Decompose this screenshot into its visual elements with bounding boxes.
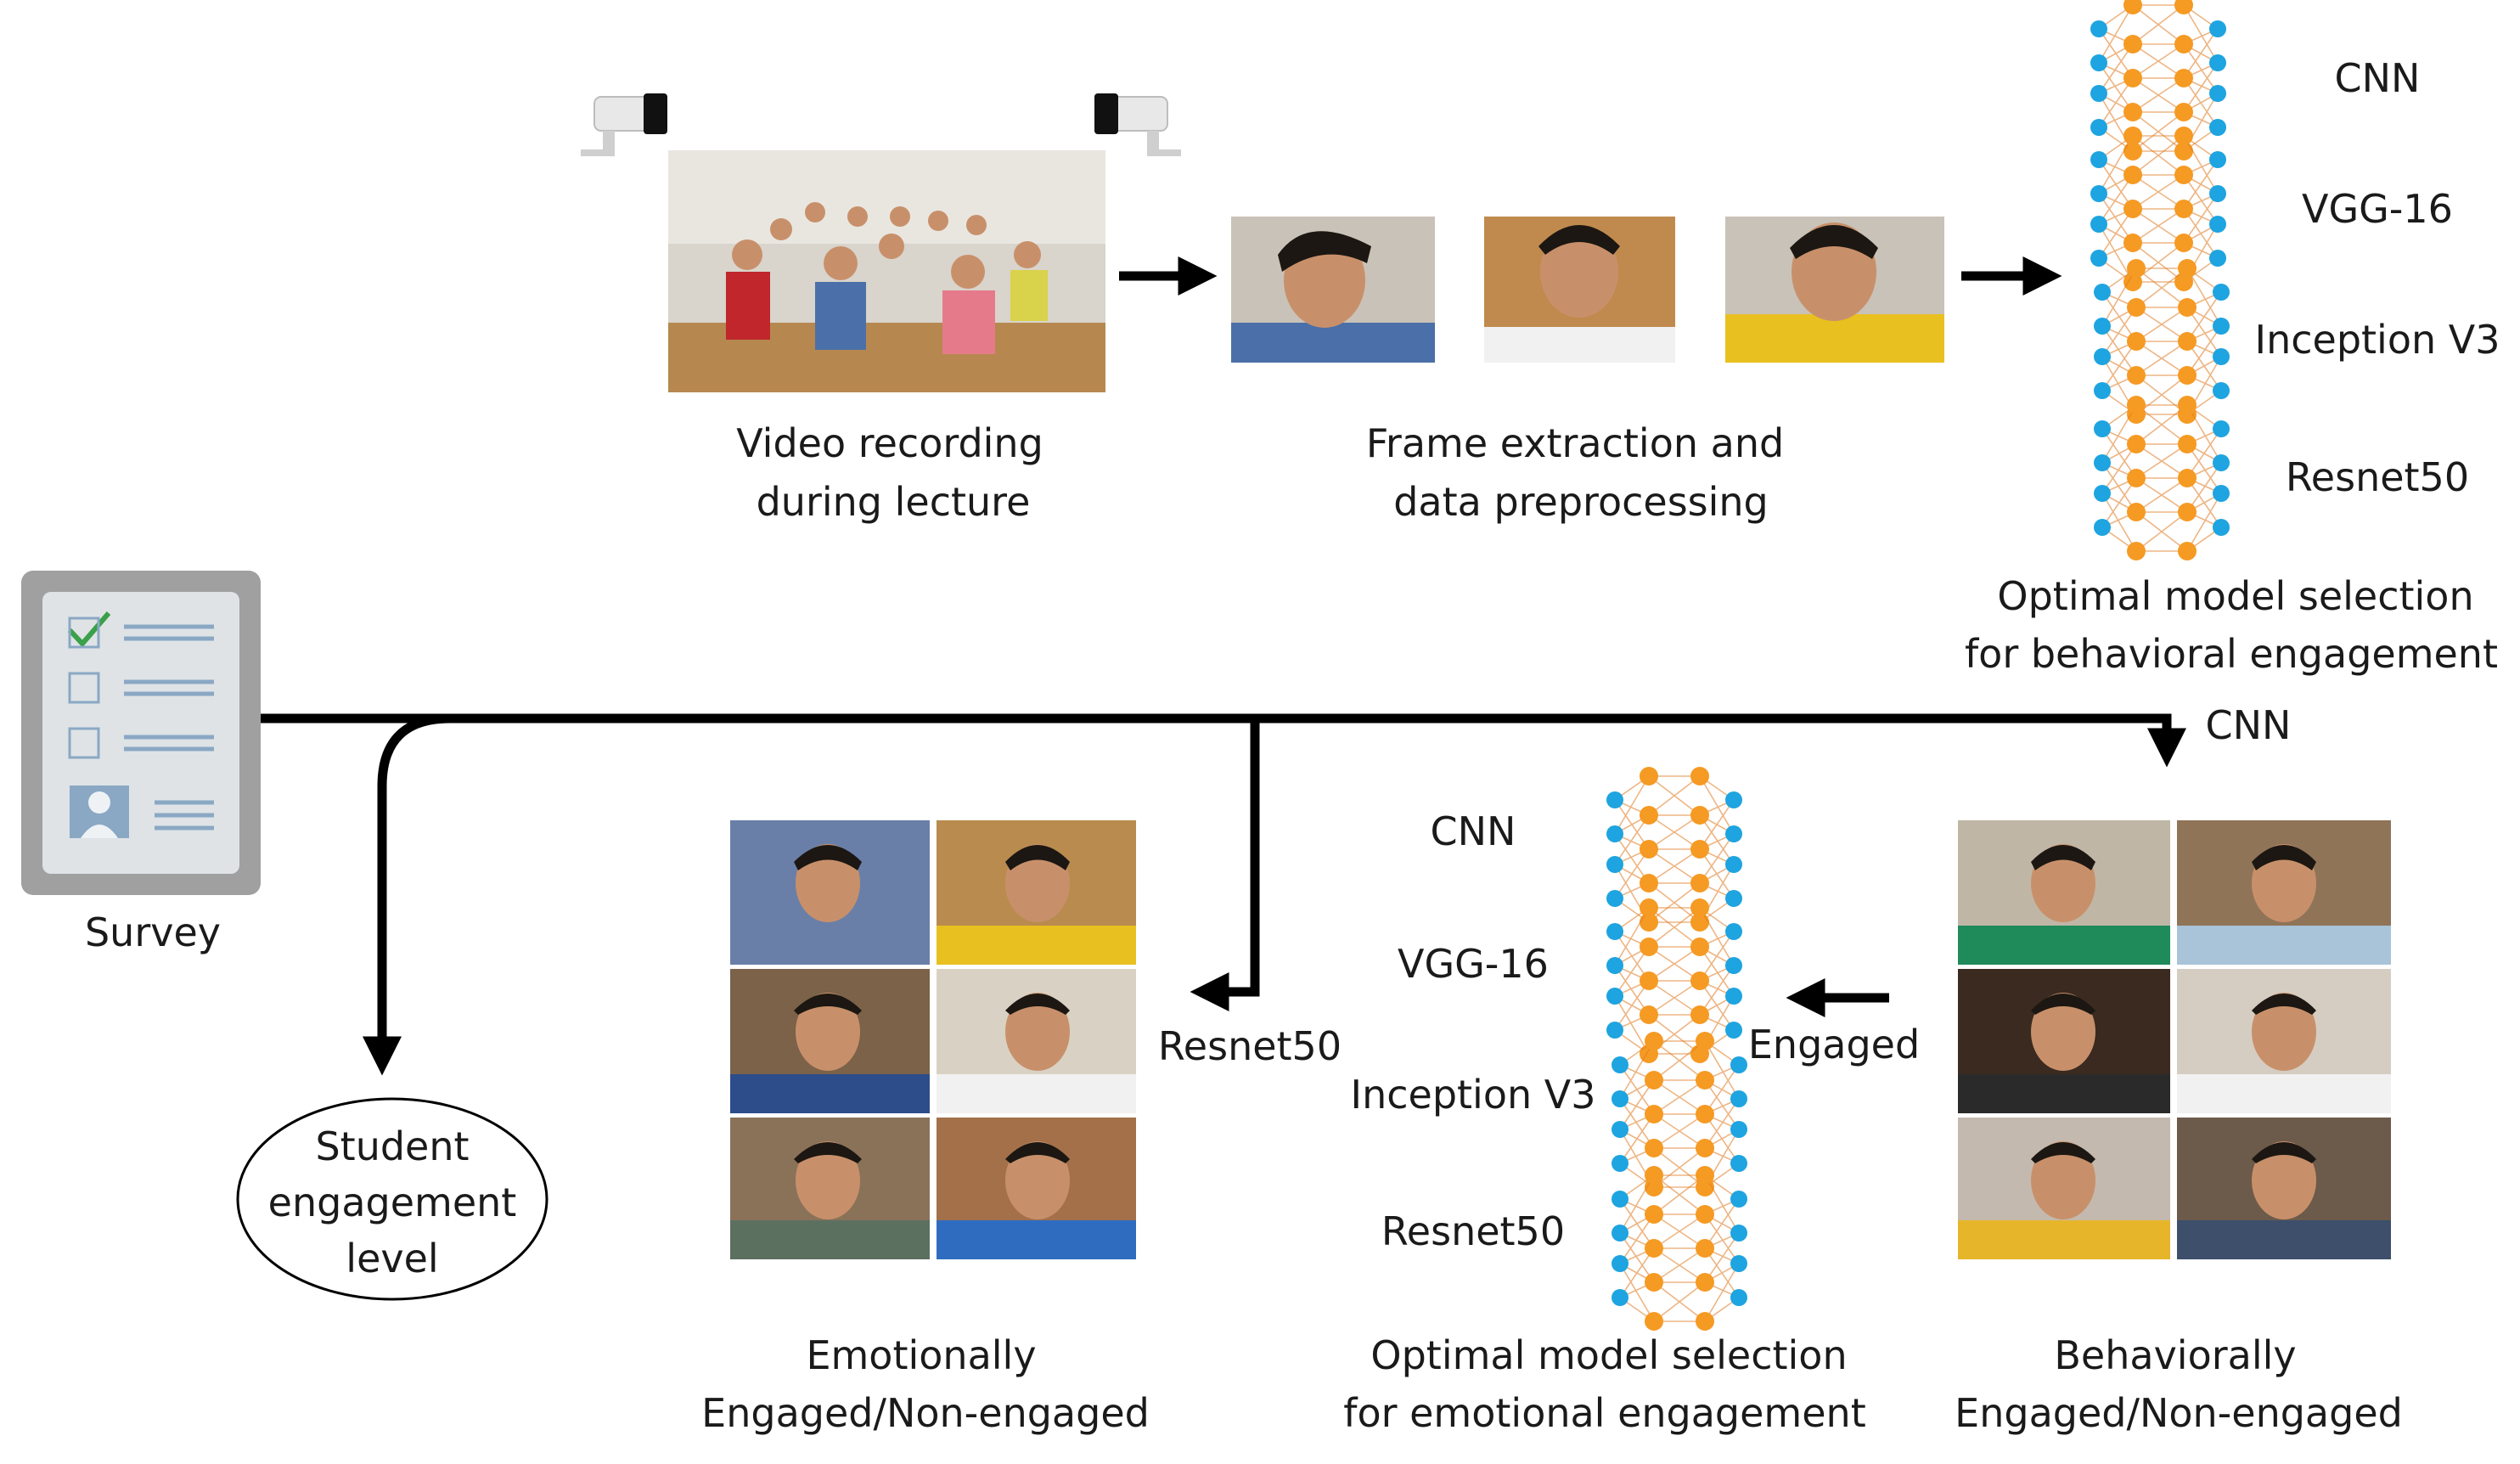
frames-caption-line-1: Frame extraction and	[1366, 420, 1784, 466]
behavioral-face-grid	[1958, 820, 2391, 1259]
behavioral-output-caption-line-1: Behaviorally	[2054, 1332, 2296, 1378]
behavioral-selection-caption-line-2: for behavioral engagement	[1965, 631, 2498, 677]
camera-icon-right	[1094, 93, 1182, 157]
emotional-output-caption-line-1: Emotionally	[806, 1332, 1036, 1378]
classroom-video-image	[668, 150, 1105, 392]
engagement-level-node	[236, 1097, 548, 1301]
neural-network-icon-vgg16	[1606, 898, 1743, 1064]
engaged-edge-label: Engaged	[1748, 1022, 1920, 1067]
emotional-output-caption-line-2: Engaged/Non-engaged	[701, 1390, 1150, 1436]
behavioral-selection-caption-line-1: Optimal model selection	[1997, 573, 2473, 619]
engagement-level-line-1: Student	[315, 1123, 469, 1169]
neural-network-icon-inception	[2093, 258, 2230, 425]
emotional-model-inception: Inception V3	[1351, 1072, 1596, 1118]
emotional-model-resnet: Resnet50	[1381, 1208, 1565, 1254]
behavioral-model-cnn: CNN	[2335, 55, 2421, 101]
engagement-level-line-3: level	[346, 1236, 438, 1281]
engagement-level-line-2: engagement	[268, 1180, 517, 1225]
emotional-selection-caption-line-2: for emotional engagement	[1343, 1390, 1865, 1436]
emotional-model-vgg16: VGG-16	[1398, 941, 1549, 987]
behavioral-model-vgg16: VGG-16	[2302, 186, 2453, 232]
behavioral-output-caption-line-2: Engaged/Non-engaged	[1955, 1390, 2403, 1436]
frame-thumbnail-1	[1231, 217, 1435, 363]
behavioral-model-resnet: Resnet50	[2286, 454, 2469, 500]
emotional-face-grid	[730, 820, 1136, 1259]
frames-caption-line-2: data preprocessing	[1393, 479, 1769, 525]
video-caption-line-1: Video recording	[736, 420, 1043, 466]
emotional-selection-caption-line-1: Optimal model selection	[1370, 1332, 1847, 1378]
camera-icon-left	[580, 93, 668, 157]
frame-thumbnail-2	[1484, 217, 1675, 363]
behavioral-selected-model-label: CNN	[2206, 702, 2292, 748]
neural-network-icon-resnet	[1611, 1165, 1748, 1332]
emotional-model-cnn: CNN	[1431, 808, 1516, 854]
edge-resnet-to-emotional-output	[1190, 718, 1260, 1012]
survey-caption: Survey	[85, 909, 221, 955]
frame-thumbnail-3	[1725, 217, 1944, 363]
emotional-selected-model-label: Resnet50	[1158, 1023, 1342, 1069]
behavioral-model-inception: Inception V3	[2255, 317, 2500, 363]
edge-behavioral-selection-to-outputs	[261, 713, 2187, 768]
neural-network-icon-inception	[1611, 1031, 1748, 1197]
edge-to-engagement-level	[362, 713, 451, 1076]
survey-form-icon	[21, 571, 261, 895]
video-caption-line-2: during lecture	[757, 479, 1031, 525]
neural-network-icon-resnet	[2093, 395, 2230, 561]
neural-network-icon-cnn	[1606, 766, 1743, 932]
